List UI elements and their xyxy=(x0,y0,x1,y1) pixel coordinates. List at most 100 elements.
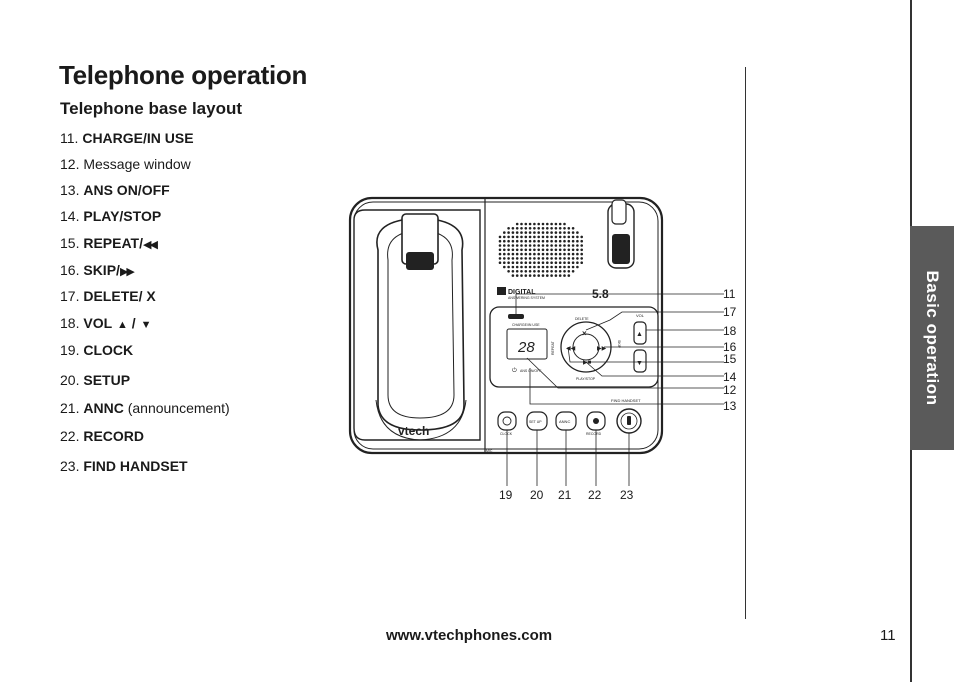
legend-number: 13. xyxy=(60,182,80,198)
handset-icon xyxy=(627,416,631,425)
repeat-label: REPEAT xyxy=(551,340,555,355)
message-window-digits: 28 xyxy=(517,339,535,356)
telephone-base-diagram: vtech DIGITAL ANSWERING SYSTEM 5.8 CHARG… xyxy=(340,190,750,510)
vol-label: VOL xyxy=(636,313,645,318)
clock-label: CLOCK xyxy=(500,432,513,436)
base-illustration: vtech DIGITAL ANSWERING SYSTEM 5.8 CHARG… xyxy=(348,196,724,486)
section-tab-label: Basic operation xyxy=(923,270,942,406)
delete-icon[interactable]: × xyxy=(582,329,587,338)
triangle-up-icon: ▲ xyxy=(636,331,643,338)
badge-system: ANSWERING SYSTEM xyxy=(508,296,545,300)
callout-14: 14 xyxy=(723,370,737,384)
legend-label: DELETE/ X xyxy=(83,288,156,304)
legend-item-19: 19. CLOCK xyxy=(60,342,133,358)
callout-20: 20 xyxy=(530,488,544,502)
legend-number: 15. xyxy=(60,235,80,251)
power-icon: ⏻ xyxy=(512,367,517,374)
legend-label: RECORD xyxy=(83,428,145,444)
legend-item-12: 12. Message window xyxy=(60,156,191,172)
legend-number: 11. xyxy=(60,130,79,146)
fast-forward-icon: ▶▶ xyxy=(119,266,135,278)
legend-number: 20. xyxy=(60,372,80,388)
legend-number: 12. xyxy=(60,156,80,172)
legend-label: REPEAT/ xyxy=(83,235,143,251)
callout-23: 23 xyxy=(620,488,634,502)
legend-label: CHARGE/IN USE xyxy=(82,130,194,146)
callout-12: 12 xyxy=(723,383,737,397)
legend-label: VOL xyxy=(83,315,113,331)
callout-19: 19 xyxy=(499,488,513,502)
legend-number: 19. xyxy=(60,342,80,358)
page-number: 11 xyxy=(880,627,896,644)
repeat-icon[interactable]: ◀◀ xyxy=(566,346,576,352)
skip-label: SKIP xyxy=(617,340,621,349)
footer-url: www.vtechphones.com xyxy=(386,627,553,644)
callout-13: 13 xyxy=(723,399,737,413)
legend-item-21: 21. ANNC (announcement) xyxy=(60,400,230,416)
legend-item-11: 11. CHARGE/IN USE xyxy=(60,130,194,146)
legend-number: 23. xyxy=(60,458,80,474)
triangle-down-icon: ▼ xyxy=(140,319,152,331)
legend-label: SKIP/ xyxy=(83,262,120,278)
rewind-icon: ◀◀ xyxy=(143,239,158,251)
handset-cradle: vtech xyxy=(353,209,481,441)
legend-item-22: 22. RECORD xyxy=(60,428,144,444)
legend-number: 21. xyxy=(60,400,80,416)
triangle-up-icon: ▲ xyxy=(117,319,128,331)
clock-icon xyxy=(502,416,512,426)
triangle-down-icon: ▼ xyxy=(636,360,643,367)
setup-label: SET UP xyxy=(529,420,542,424)
annc-label: ANNC xyxy=(559,419,570,424)
legend-item-16: 16. SKIP/▶▶ xyxy=(60,262,135,278)
callout-leaders xyxy=(506,293,724,486)
legend-number: 22. xyxy=(60,428,80,444)
charge-light xyxy=(508,314,524,319)
page-title: Telephone operation xyxy=(59,60,308,90)
badge-icon xyxy=(497,287,506,295)
callout-11: 11 xyxy=(723,287,736,301)
ans-onoff-label: ANS ON/OFF xyxy=(520,369,541,373)
clock-button[interactable] xyxy=(497,411,517,431)
legend-item-13: 13. ANS ON/OFF xyxy=(60,182,170,198)
section-title: Telephone base layout xyxy=(60,99,243,118)
legend-item-23: 23. FIND HANDSET xyxy=(60,458,188,474)
volume-up-button[interactable] xyxy=(633,321,647,345)
legend-label: CLOCK xyxy=(83,342,134,358)
legend-item-14: 14. PLAY/STOP xyxy=(60,208,161,224)
legend-item-17: 17. DELETE/ X xyxy=(60,288,156,304)
legend-item-18: 18. VOL ▲ / ▼ xyxy=(60,315,152,331)
legend-item-20: 20. SETUP xyxy=(60,372,130,388)
legend-item-15: 15. REPEAT/◀◀ xyxy=(60,235,158,251)
callout-17: 17 xyxy=(723,305,737,319)
callout-22: 22 xyxy=(588,488,602,502)
legend-number: 14. xyxy=(60,208,80,224)
delete-label: DELETE xyxy=(575,317,589,321)
play-stop-label: PLAY/STOP xyxy=(576,377,596,381)
callout-21: 21 xyxy=(558,488,572,502)
record-icon xyxy=(593,418,599,424)
volume-down-button[interactable] xyxy=(633,349,647,373)
badge-digital: DIGITAL xyxy=(508,289,536,296)
message-window xyxy=(506,328,548,360)
legend-number: 16. xyxy=(60,262,80,278)
skip-icon[interactable]: ▶▶ xyxy=(597,346,607,352)
legend-suffix: (announcement) xyxy=(127,400,230,416)
legend-label: Message window xyxy=(83,156,191,172)
speaker-grille xyxy=(498,222,583,277)
legend-label: FIND HANDSET xyxy=(83,458,188,474)
legend-number: 18. xyxy=(60,315,80,331)
legend-label: ANS ON/OFF xyxy=(83,182,170,198)
callout-15: 15 xyxy=(723,352,737,366)
legend-label: SETUP xyxy=(83,372,131,388)
legend-number: 17. xyxy=(60,288,80,304)
mic-label: MIC xyxy=(486,449,493,453)
charge-label: CHARGE/IN USE xyxy=(512,323,540,327)
section-tab: Basic operation xyxy=(910,226,954,450)
find-handset-label: FIND HANDSET xyxy=(611,398,641,403)
legend-label: ANNC xyxy=(83,400,124,416)
callout-18: 18 xyxy=(723,324,737,338)
record-label: RECORD xyxy=(586,432,602,436)
legend-label: PLAY/STOP xyxy=(83,208,162,224)
callout-16: 16 xyxy=(723,340,737,354)
antenna xyxy=(607,199,635,269)
